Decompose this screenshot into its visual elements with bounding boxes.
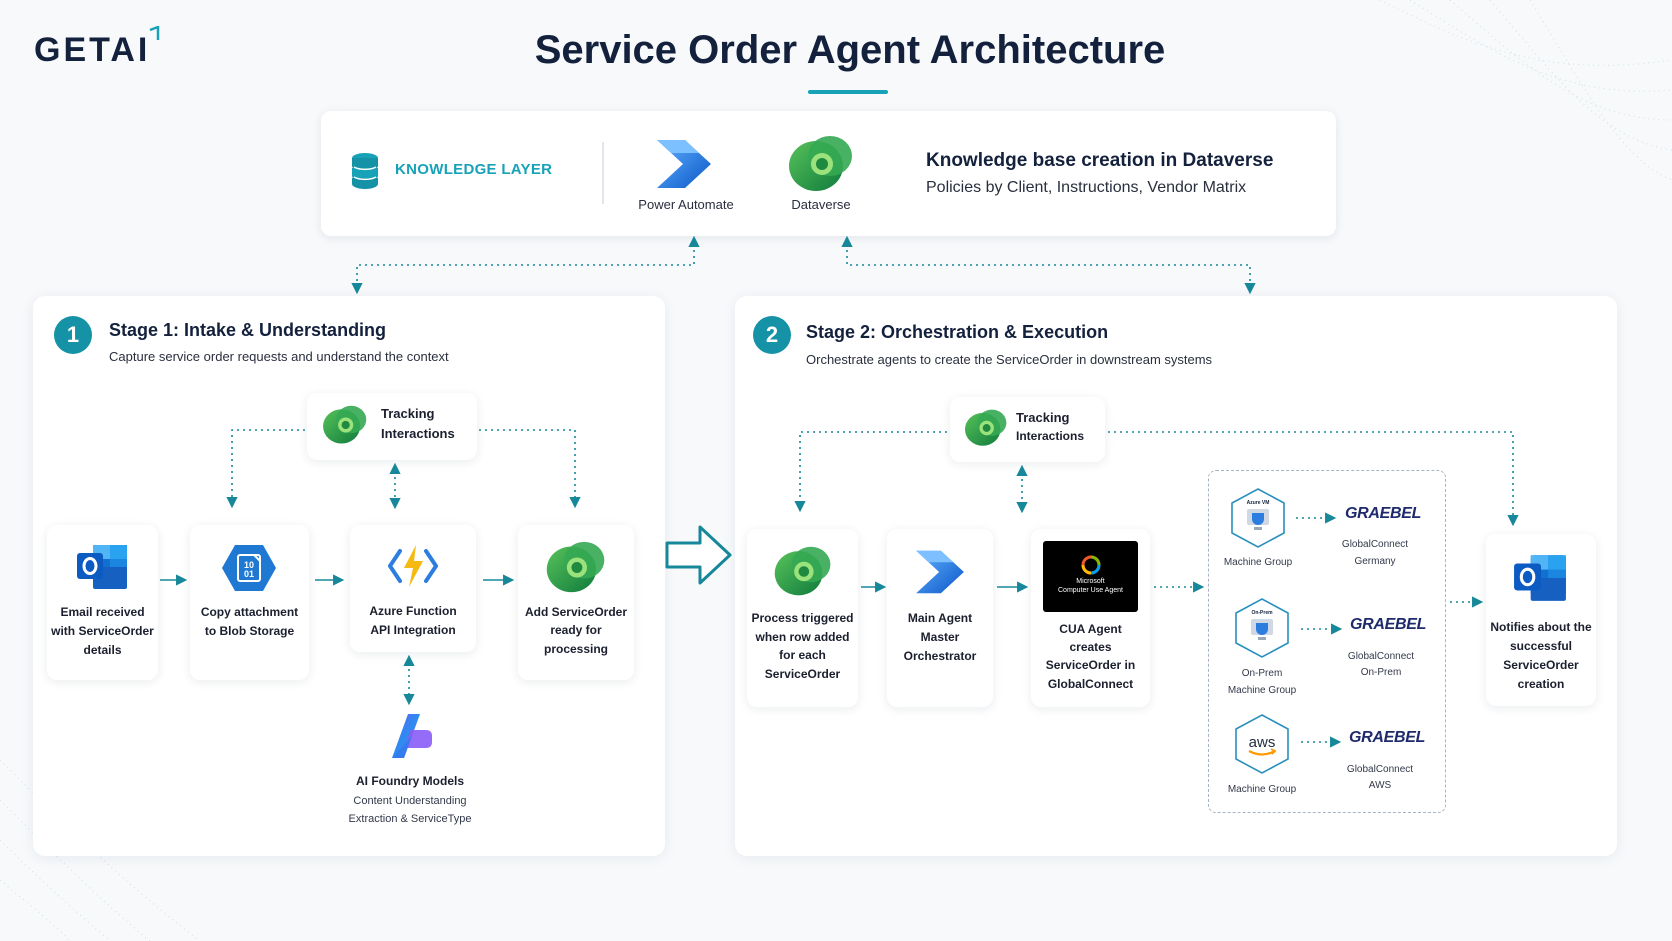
stage2-trigger-label-4: ServiceOrder <box>764 667 841 681</box>
svg-text:aws: aws <box>1249 734 1276 751</box>
stage2-cua-label-1: CUA Agent <box>1059 622 1122 636</box>
stage2-cua-label-2: creates <box>1069 640 1112 654</box>
stage2-subtitle: Orchestrate agents to create the Service… <box>806 352 1213 367</box>
knowledge-divider <box>602 142 604 204</box>
stage1-blob-label-2: to Blob Storage <box>204 624 295 638</box>
stage1-function-label-2: API Integration <box>370 623 456 637</box>
dataverse-icon <box>789 136 852 191</box>
on-prem-hex-icon: On-Prem <box>1235 598 1289 658</box>
machine-2-label-1: On-Prem <box>1241 668 1283 679</box>
stage1-add-label-2: ready for <box>550 623 602 637</box>
graebel-logo-2: GRAEBEL <box>1350 616 1427 633</box>
stage2-number-badge: 2 <box>753 316 791 354</box>
blob-storage-icon: 10 01 <box>222 545 276 591</box>
power-automate-icon <box>657 140 711 188</box>
stage1-email-label-3: details <box>83 643 122 657</box>
stage2-notify-label-1: Notifies about the <box>1490 620 1592 634</box>
target-2-label-1: GlobalConnect <box>1347 651 1415 662</box>
svg-text:Azure VM: Azure VM <box>1247 500 1270 506</box>
outlook-icon <box>77 545 127 589</box>
foundry-line2: Extraction & ServiceType <box>348 813 472 825</box>
dataverse-icon <box>323 405 367 444</box>
cua-badge-text-1: Microsoft <box>1076 578 1105 585</box>
stage2-tracking-label-1: Tracking <box>1016 410 1070 425</box>
knowledge-heading: Knowledge base creation in Dataverse <box>926 150 1274 171</box>
outlook-icon <box>1514 555 1566 601</box>
power-automate-icon <box>916 550 964 594</box>
target-3-label-1: GlobalConnect <box>1346 764 1414 775</box>
dataverse-label: Dataverse <box>791 197 851 212</box>
foundry-line1: Content Understanding <box>353 795 467 807</box>
stage1-add-label-1: Add ServiceOrder <box>524 605 628 619</box>
stage2-panel <box>735 296 1617 856</box>
ai-foundry-icon <box>392 714 432 758</box>
stage2-notify-label-4: creation <box>1517 677 1565 691</box>
machine-2-label-2: Machine Group <box>1227 685 1297 696</box>
stage1-subtitle: Capture service order requests and under… <box>109 349 449 364</box>
stage1-function-card <box>350 525 476 652</box>
stage1-tracking-label-1: Tracking <box>381 406 435 421</box>
dataverse-icon <box>774 546 831 596</box>
microsoft-copilot-icon <box>1081 555 1101 575</box>
stage2-notify-label-3: ServiceOrder <box>1503 658 1579 672</box>
dataverse-icon <box>546 541 605 593</box>
stage2-orchestrator-label-1: Main Agent <box>907 611 973 625</box>
stage2-orchestrator-label-3: Orchestrator <box>903 649 977 663</box>
decorative-dot-wave <box>0 759 201 941</box>
aws-hex-icon: aws <box>1235 714 1289 774</box>
stage1-add-label-3: processing <box>543 642 609 656</box>
target-1-label-2: Germany <box>1354 556 1396 567</box>
logo-accent-mark <box>149 26 160 40</box>
database-icon <box>352 153 378 189</box>
svg-text:01: 01 <box>244 569 254 579</box>
knowledge-description: Policies by Client, Instructions, Vendor… <box>926 179 1247 196</box>
stage2-tracking-label-2: Interactions <box>1016 429 1085 443</box>
stage1-blob-label-1: Copy attachment <box>200 605 299 619</box>
cua-badge <box>1043 541 1138 612</box>
power-automate-label: Power Automate <box>638 197 734 212</box>
stage2-orchestrator-label-2: Master <box>920 630 960 644</box>
target-1-label-1: GlobalConnect <box>1341 539 1409 550</box>
stage2-cua-label-3: ServiceOrder in <box>1045 658 1136 672</box>
page-title: Service Order Agent Architecture <box>534 28 1166 72</box>
target-3-label-2: AWS <box>1368 780 1392 791</box>
foundry-title: AI Foundry Models <box>356 774 464 788</box>
stage2-trigger-label-2: when row added <box>755 630 850 644</box>
azure-function-icon <box>388 545 438 587</box>
svg-text:10: 10 <box>244 560 254 570</box>
stage2-title: Stage 2: Orchestration & Execution <box>806 322 1109 342</box>
stage2-trigger-label-1: Process triggered <box>751 611 854 625</box>
graebel-logo-3: GRAEBEL <box>1349 729 1426 746</box>
stage2-cua-label-4: GlobalConnect <box>1047 677 1134 691</box>
knowledge-layer-label: KNOWLEDGE LAYER <box>395 161 553 178</box>
stage1-email-label-2: with ServiceOrder <box>51 624 154 638</box>
azure-vm-hex-icon: Azure VM <box>1231 488 1285 548</box>
stage1-number-badge: 1 <box>54 316 92 354</box>
stage1-tracking-label-2: Interactions <box>381 426 455 441</box>
decorative-dot-wave <box>1379 0 1672 181</box>
stage2-trigger-label-3: for each <box>779 648 826 662</box>
cua-badge-text-2: Computer Use Agent <box>1058 587 1123 594</box>
dataverse-icon <box>964 409 1007 446</box>
graebel-logo-1: GRAEBEL <box>1345 505 1422 522</box>
target-2-label-2: On-Prem <box>1360 667 1402 678</box>
getai-logo: GETAI <box>34 31 151 69</box>
title-underline <box>808 90 888 94</box>
machine-1-label: Machine Group <box>1223 557 1293 568</box>
stage2-notify-label-2: successful <box>1509 639 1573 653</box>
stage-transition-arrow <box>665 525 732 585</box>
stage1-email-label-1: Email received <box>60 605 145 619</box>
stage1-title: Stage 1: Intake & Understanding <box>109 320 387 340</box>
stage1-function-label-1: Azure Function <box>369 604 457 618</box>
svg-text:On-Prem: On-Prem <box>1251 610 1273 616</box>
machine-3-label: Machine Group <box>1227 784 1297 795</box>
